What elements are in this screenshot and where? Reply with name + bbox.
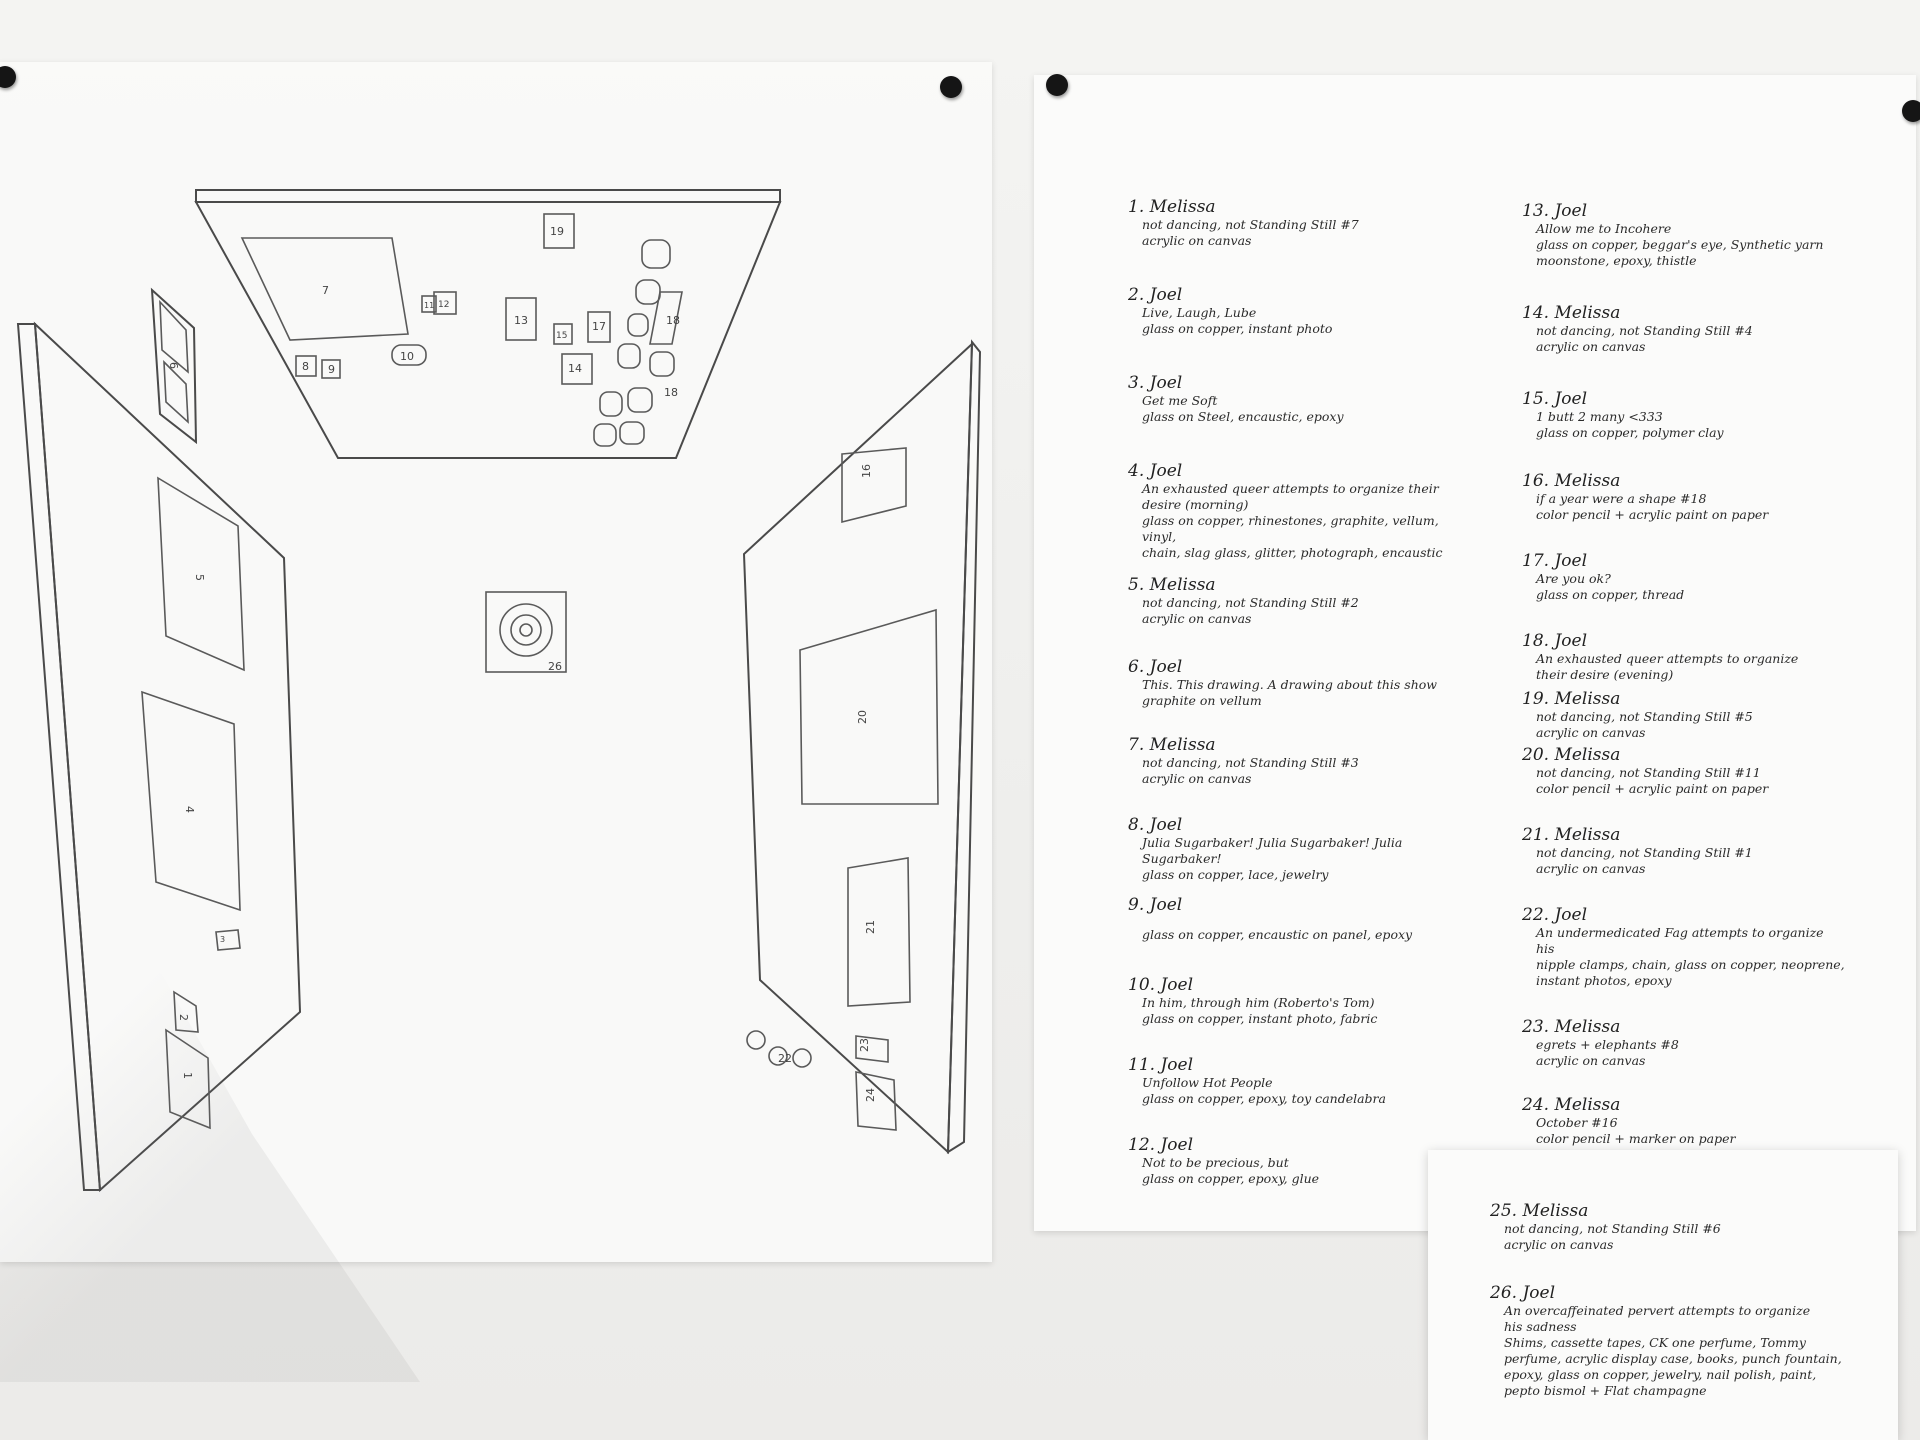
label-13: 13 [514,314,528,327]
pin-right-edge [1902,100,1920,122]
checklist-sheet [1034,75,1916,1231]
label-21: 21 [864,920,877,934]
entry-20: 20. Melissa not dancing, not Standing St… [1522,745,1769,797]
entry-4: 4. Joel An exhausted queer attempts to o… [1128,461,1443,561]
checklist-column-1: 1. Melissa not dancing, not Standing Sti… [1128,198,1468,1216]
label-14: 14 [568,362,582,375]
label-7: 7 [322,284,329,297]
pin-left-edge [0,66,16,88]
addendum-sheet [1428,1150,1898,1440]
label-23: 23 [858,1038,871,1052]
entry-18: 18. Joel An exhausted queer attempts to … [1522,631,1799,683]
pin-left-sheet [940,76,962,98]
label-24: 24 [864,1088,877,1102]
label-8: 8 [302,360,309,373]
floorplan-sheet: 7 19 12 11 13 15 17 18 14 8 9 10 18 6 5 … [0,62,992,1382]
checklist-addendum: 25. Melissa not dancing, not Standing St… [1490,1202,1890,1427]
label-1: 1 [181,1072,194,1079]
floorplan-drawing: 7 19 12 11 13 15 17 18 14 8 9 10 18 6 5 … [16,189,982,1193]
label-3: 3 [220,935,225,944]
label-12: 12 [438,300,449,310]
entry-26: 26. Joel An overcaffeinated pervert atte… [1490,1283,1842,1399]
entry-21: 21. Melissa not dancing, not Standing St… [1522,825,1753,877]
label-9: 9 [328,363,335,376]
entry-17: 17. Joel Are you ok?glass on copper, thr… [1522,551,1685,603]
entry-7: 7. Melissa not dancing, not Standing Sti… [1128,735,1359,787]
entry-9: 9. Joel glass on copper, encaustic on pa… [1128,895,1413,943]
label-2: 2 [177,1014,190,1021]
entry-10: 10. Joel In him, through him (Roberto's … [1128,975,1378,1027]
label-19: 19 [550,225,564,238]
entry-19: 19. Melissa not dancing, not Standing St… [1522,689,1753,741]
entry-8: 8. Joel Julia Sugarbaker! Julia Sugarbak… [1128,815,1403,883]
entry-1: 1. Melissa not dancing, not Standing Sti… [1128,197,1359,249]
pin-right-sheet [1046,74,1068,96]
label-16: 16 [860,464,873,478]
label-10: 10 [400,350,414,363]
label-18: 18 [666,314,680,327]
label-18b: 18 [664,386,678,399]
entry-5: 5. Melissa not dancing, not Standing Sti… [1128,575,1359,627]
entry-14: 14. Melissa not dancing, not Standing St… [1522,303,1753,355]
label-17: 17 [592,320,606,333]
label-4: 4 [183,806,196,813]
entry-22: 22. Joel An undermedicated Fag attempts … [1522,905,1845,989]
label-20: 20 [856,710,869,724]
label-5: 5 [193,574,206,581]
entry-6: 6. Joel This. This drawing. A drawing ab… [1128,657,1437,709]
entry-25: 25. Melissa not dancing, not Standing St… [1490,1201,1721,1253]
label-26: 26 [548,660,562,673]
label-22: 22 [778,1052,792,1065]
label-11: 11 [424,301,434,310]
label-15: 15 [556,331,567,341]
label-6: 6 [167,362,180,369]
